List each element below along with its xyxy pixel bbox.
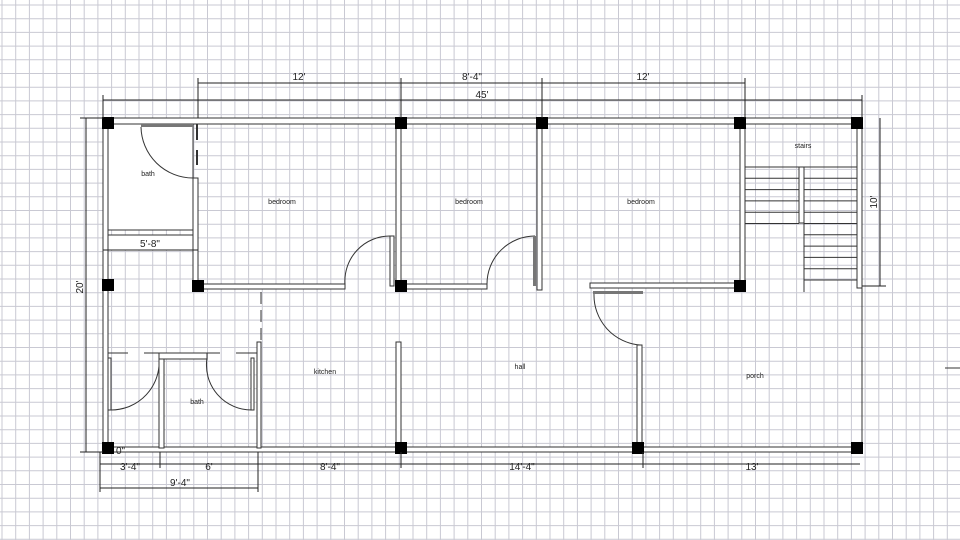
bath-bottom-top — [158, 352, 208, 360]
room-label-porch: porch — [746, 373, 764, 380]
dim-overall-width: 45' — [475, 90, 488, 101]
wall-bottom — [102, 446, 863, 453]
door-swing — [205, 357, 253, 411]
dim-origin: 0" — [116, 446, 126, 457]
dim-bottom-1: 3'-4" — [120, 462, 140, 473]
bath-door-leaf — [141, 124, 193, 127]
dim-stairs-depth: 10' — [869, 195, 880, 208]
door-swing — [344, 235, 391, 285]
room-label-bedroom-3: bedroom — [627, 199, 655, 206]
room-label-bath-bottom: bath — [190, 399, 204, 406]
dimension-lines — [80, 78, 886, 492]
dim-top-bedroom-3: 12' — [636, 72, 649, 83]
dim-top-bedroom-1: 12' — [292, 72, 305, 83]
room-labels: bath bedroom bedroom bedroom stairs kitc… — [141, 143, 812, 406]
wall-top — [102, 117, 863, 125]
bath-bottom-left — [158, 358, 165, 449]
wall-bedroom-2-bottom — [400, 283, 488, 290]
staircase — [745, 166, 857, 292]
room-label-stairs: stairs — [795, 143, 812, 150]
door-swing — [486, 235, 536, 285]
wall-bedroom-1-bottom — [197, 283, 346, 290]
dim-bath-width: 5'-8" — [140, 239, 160, 250]
dim-bottom-combined: 9'-4" — [170, 478, 190, 489]
wall-kitchen-left — [256, 341, 262, 449]
dim-bottom-4: 14'-4" — [509, 462, 535, 473]
wall-bath-bedroom — [192, 177, 199, 287]
dim-bottom-3: 8'-4" — [320, 462, 340, 473]
bath-top-box — [107, 123, 194, 231]
dim-bottom-2: 6' — [205, 462, 213, 473]
dim-overall-depth: 20' — [75, 280, 86, 293]
room-label-bath-top: bath — [141, 171, 155, 178]
room-label-bedroom-2: bedroom — [455, 199, 483, 206]
wall-bedroom-3-stairs — [739, 123, 746, 287]
room-label-hall: hall — [515, 364, 526, 371]
room-label-kitchen: kitchen — [314, 369, 336, 376]
wall-hall-porch — [636, 344, 643, 449]
door-leaf — [389, 235, 395, 287]
door-swing — [593, 293, 641, 346]
dim-bottom-5: 13' — [745, 462, 758, 473]
wall-bedroom-2-3 — [536, 123, 543, 291]
room-label-bedroom-1: bedroom — [268, 199, 296, 206]
stair-divider — [798, 166, 805, 224]
wall-bedroom-3-bottom — [589, 282, 741, 289]
dim-top-bedroom-2: 8'-4" — [462, 72, 482, 83]
wall-right-upper — [856, 117, 863, 289]
dimension-labels: 12' 8'-4" 12' 45' 20' 10' 5'-8" 0" 3'-4"… — [75, 72, 880, 489]
wall-bedroom-1-2 — [395, 123, 402, 287]
door-swing — [140, 126, 194, 179]
columns — [102, 117, 863, 454]
wall-kitchen-hall — [395, 341, 402, 449]
